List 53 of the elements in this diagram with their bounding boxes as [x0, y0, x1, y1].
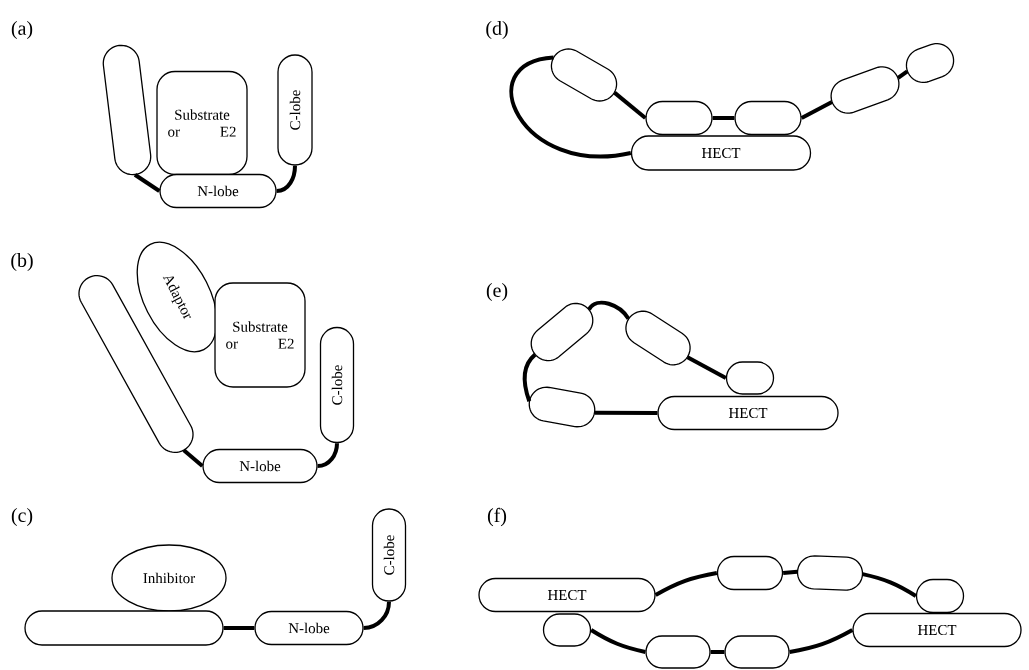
linker-line [363, 601, 391, 630]
rounded-box [542, 613, 592, 647]
rounded-box [830, 66, 900, 114]
rounded-box [645, 100, 713, 136]
rounded-box: HECT [478, 577, 656, 613]
linker-line [590, 628, 646, 654]
linker-line [509, 55, 632, 159]
rounded-box [716, 555, 784, 591]
rounded-box: Substrate or E2 [214, 282, 306, 388]
panel-label: (a) [11, 20, 33, 40]
rounded-box [102, 44, 152, 176]
rounded-box: C-lobe [319, 326, 355, 444]
linker-line [522, 353, 537, 402]
linker-line [223, 626, 255, 630]
linker-line [594, 410, 658, 415]
rounded-box [905, 42, 955, 84]
rounded-box: HECT [657, 395, 839, 431]
rounded-box [528, 386, 596, 428]
linker-line [182, 448, 204, 468]
rounded-box [725, 361, 775, 395]
rounded-box [724, 635, 790, 669]
rounded-box [915, 578, 965, 614]
rounded-box: HECT [630, 135, 812, 171]
linker-line [686, 355, 727, 380]
linker-line [710, 650, 725, 654]
rounded-box: Substrate or E2 [156, 70, 248, 176]
linker-line [783, 569, 798, 575]
panel-label: (f) [487, 507, 507, 527]
linker-line [654, 571, 718, 597]
linker-line [789, 628, 854, 654]
rounded-box: N-lobe [254, 610, 364, 646]
rounded-box [625, 310, 691, 366]
rounded-box [796, 555, 864, 591]
panel-label: (e) [486, 282, 508, 302]
linker-line [896, 69, 909, 80]
rounded-box [24, 610, 224, 646]
rounded-box [645, 635, 711, 669]
panel-label: (b) [11, 252, 33, 272]
linker-line [613, 91, 647, 120]
rounded-box: HECT [852, 612, 1022, 648]
linker-line [133, 173, 161, 193]
rounded-box [550, 48, 618, 102]
rounded-box: N-lobe [159, 173, 277, 209]
rounded-box [734, 100, 802, 136]
linker-line [712, 116, 735, 120]
panel-label: (c) [11, 507, 33, 527]
rounded-box: N-lobe [202, 448, 318, 484]
rounded-box [530, 302, 594, 362]
rounded-box: C-lobe [371, 508, 407, 602]
rounded-box: C-lobe [277, 54, 313, 166]
linker-line [800, 100, 833, 120]
panel-label: (d) [486, 20, 508, 40]
linker-line [862, 572, 917, 598]
